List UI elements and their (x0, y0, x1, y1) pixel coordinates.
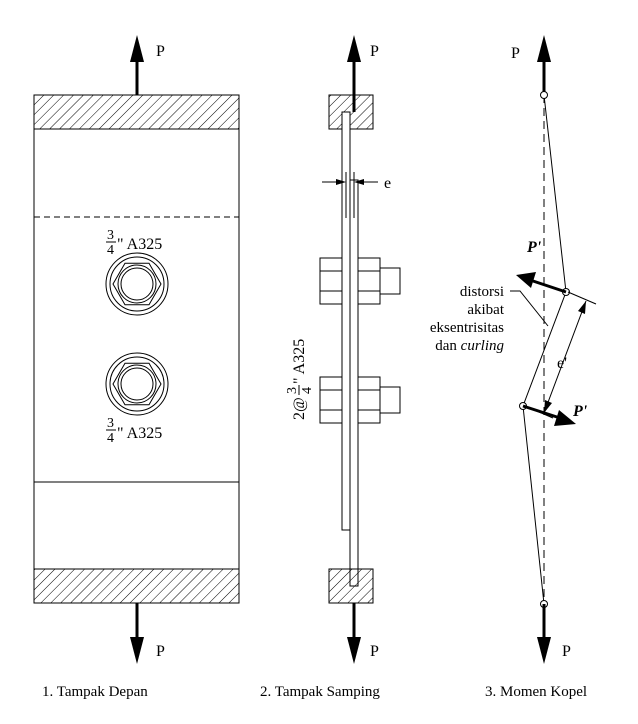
side-bottom-grip (328, 568, 374, 604)
side-bolt-top (319, 257, 401, 305)
front-view: P P 3 4 " A325 (33, 35, 240, 700)
couple-upper-force-head (516, 272, 536, 288)
svg-text:3: 3 (107, 228, 114, 243)
couple-bottom-load-label: P (562, 643, 571, 660)
front-bolt-bottom (105, 352, 169, 416)
svg-text:4: 4 (107, 243, 114, 258)
couple-upper-force-label: P' (526, 239, 542, 256)
distortion-note: distorsi akibat eksentrisitas dan curlin… (430, 284, 505, 354)
side-lower-plate (349, 179, 359, 587)
e-prime-arrow-top (578, 301, 586, 314)
couple-moment-view: P e' P' P' distorsi akibat eksentrisitas… (430, 35, 597, 700)
eccentricity-label: e (384, 175, 391, 192)
e-prime-ext-upper (567, 291, 597, 305)
couple-top-arrow-head (537, 35, 551, 62)
svg-text:4: 4 (300, 387, 315, 394)
distortion-leader (510, 290, 549, 327)
side-bottom-arrow-head (347, 637, 361, 664)
side-bottom-load-label: P (370, 643, 379, 660)
svg-text:" A325: " A325 (291, 339, 308, 384)
svg-text:3: 3 (107, 416, 114, 431)
front-bottom-load-label: P (156, 643, 165, 660)
side-view: P e (260, 35, 401, 700)
front-top-arrow-head (130, 35, 144, 62)
side-top-grip (328, 94, 374, 130)
svg-text:distorsi: distorsi (460, 284, 504, 300)
caption-front-view: 1. Tampak Depan (42, 684, 148, 700)
couple-pin-top (540, 91, 548, 99)
front-bottom-grip (33, 568, 240, 604)
front-bolt-bottom-label: 3 4 " A325 (106, 416, 162, 446)
e-prime-arrow-bottom (544, 400, 552, 413)
couple-top-load-label: P (511, 45, 520, 62)
caption-side-view: 2. Tampak Samping (260, 684, 380, 700)
couple-deformed-member (522, 94, 567, 605)
svg-text:" A325: " A325 (117, 425, 162, 442)
front-bolt-top (105, 252, 169, 316)
side-top-load-label: P (370, 43, 379, 60)
svg-text:" A325: " A325 (117, 236, 162, 253)
couple-lower-force-head (554, 410, 576, 426)
couple-bottom-arrow-head (537, 637, 551, 664)
svg-text:4: 4 (107, 431, 114, 446)
side-bolt-bottom (319, 376, 401, 424)
svg-text:3: 3 (285, 387, 300, 394)
e-prime-dim-line (543, 300, 587, 414)
side-bolt-label: 2@ 3 4 " A325 (285, 339, 315, 420)
svg-text:2@: 2@ (291, 397, 308, 420)
front-bottom-arrow-head (130, 637, 144, 664)
front-plate (33, 128, 240, 570)
front-top-grip (33, 94, 240, 130)
couple-lower-force-shaft (522, 404, 561, 420)
front-bolt-top-label: 3 4 " A325 (106, 228, 162, 258)
e-dim-arrow-right (354, 179, 364, 185)
side-top-arrow-head (347, 35, 361, 62)
svg-text:akibat: akibat (467, 302, 504, 318)
couple-upper-force-shaft (529, 278, 567, 294)
caption-couple-view: 3. Momen Kopel (485, 684, 587, 700)
eccentricity-prime-label: e' (557, 355, 567, 372)
e-dim-arrow-left (336, 179, 346, 185)
couple-lower-force-label: P' (572, 403, 588, 420)
front-top-load-label: P (156, 43, 165, 60)
svg-text:eksentrisitas: eksentrisitas (430, 320, 504, 336)
svg-text:dan curling: dan curling (435, 338, 504, 354)
